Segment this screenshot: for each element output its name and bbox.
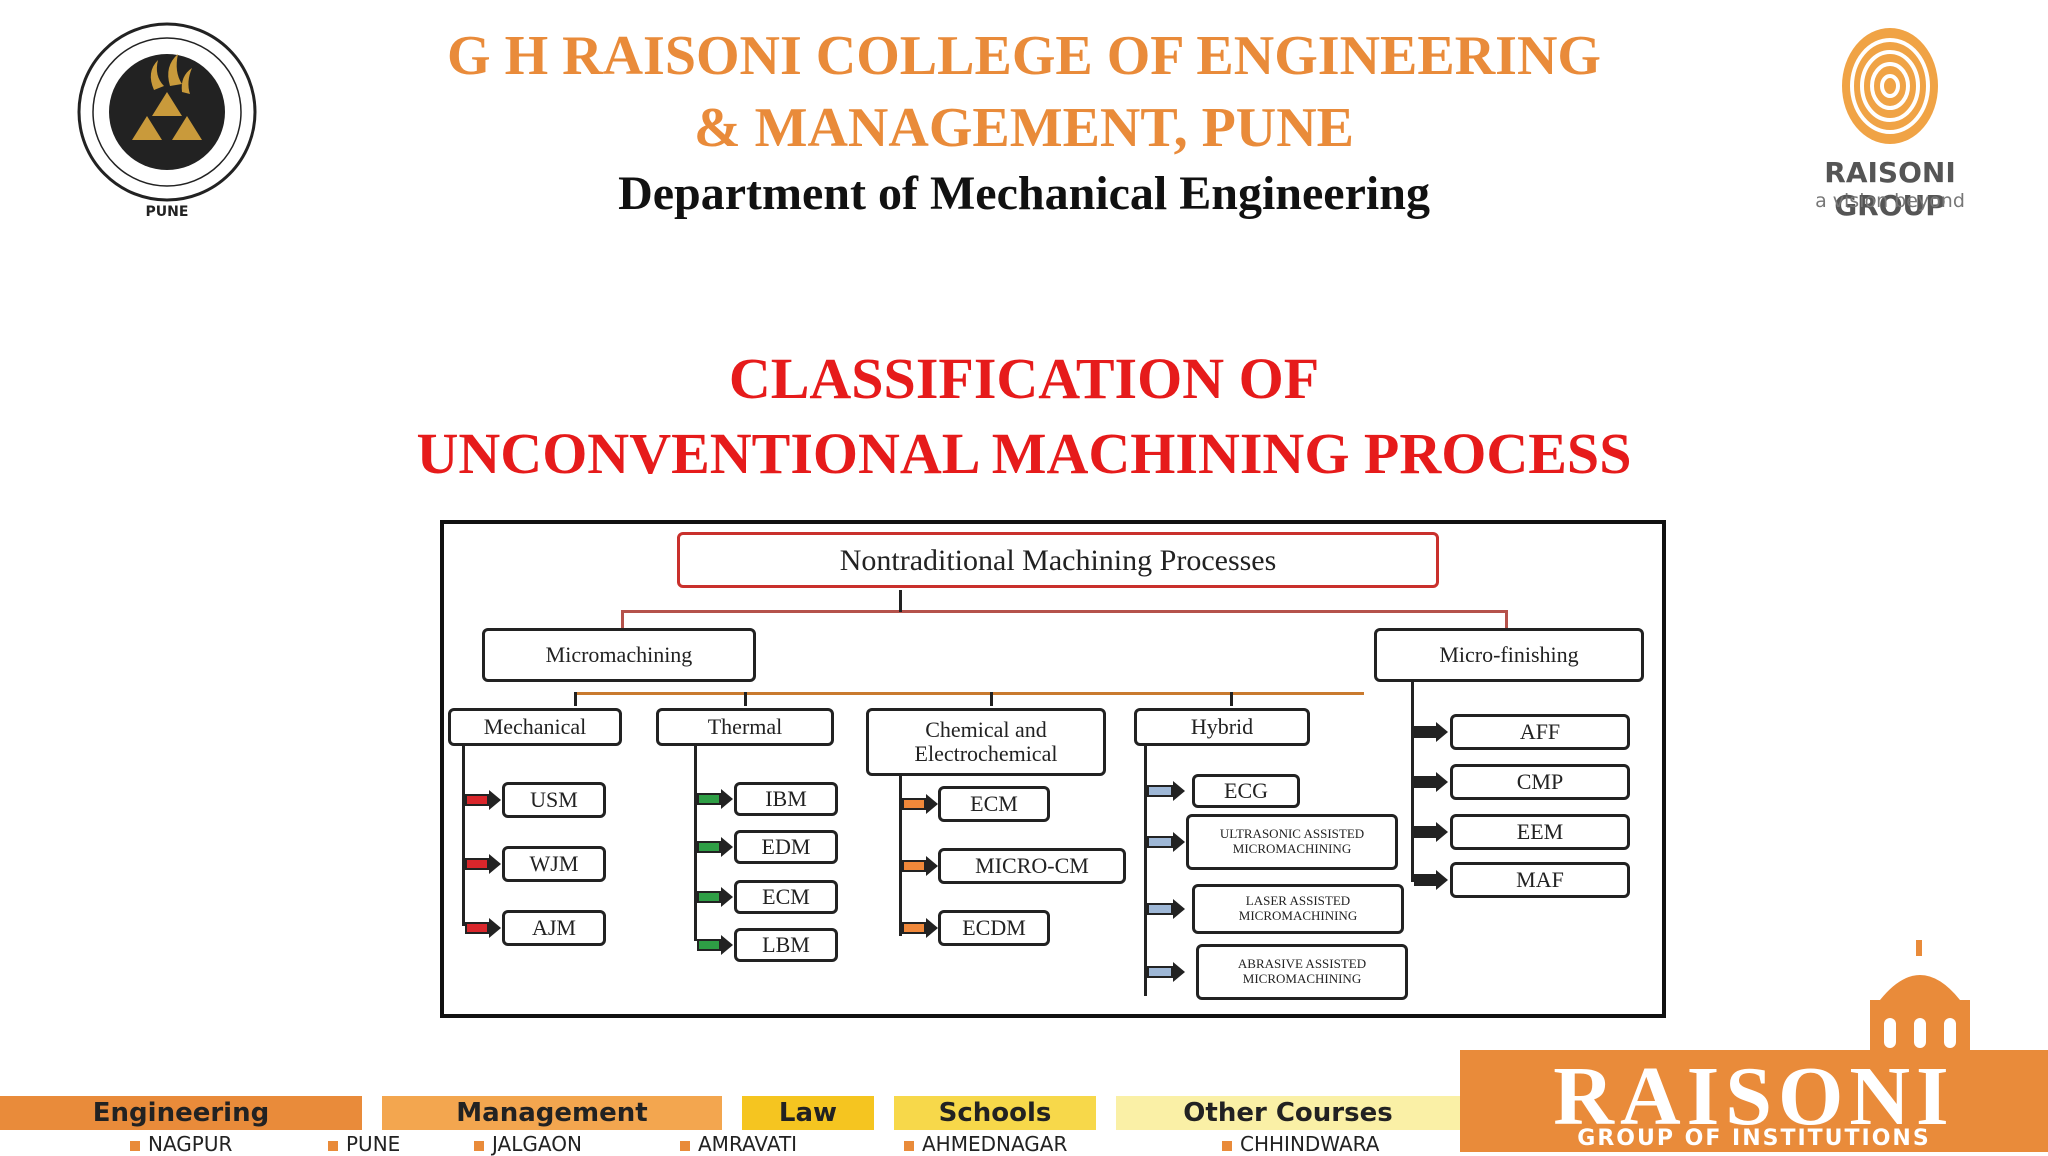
hybrid-item: ULTRASONIC ASSISTED MICROMACHINING bbox=[1186, 814, 1398, 870]
city-item: CHHINDWARA bbox=[1222, 1132, 1379, 1156]
arrow-icon bbox=[697, 935, 733, 955]
arrow-icon bbox=[465, 790, 501, 810]
microfinishing-node: Micro-finishing bbox=[1374, 628, 1644, 682]
connector-left-down bbox=[621, 610, 624, 630]
mech-item: AJM bbox=[502, 910, 606, 946]
chemical-node: Chemical and Electrochemical bbox=[866, 708, 1106, 776]
arrow-icon bbox=[1147, 781, 1185, 801]
arrow-icon bbox=[697, 837, 733, 857]
city-item: NAGPUR bbox=[130, 1132, 232, 1156]
classification-diagram: Nontraditional Machining Processes Micro… bbox=[440, 520, 1666, 1018]
branch-mech bbox=[574, 692, 577, 706]
arrow-icon bbox=[1414, 870, 1448, 890]
mech-item: WJM bbox=[502, 846, 606, 882]
footer-tab-law: Law bbox=[742, 1096, 874, 1130]
hybrid-item: ABRASIVE ASSISTED MICROMACHINING bbox=[1196, 944, 1408, 1000]
mech-trunk bbox=[462, 746, 465, 926]
branch-hybrid bbox=[1230, 692, 1233, 706]
branch-connector bbox=[574, 692, 1364, 695]
connector-root-down bbox=[899, 590, 902, 612]
footer-tab-other-courses: Other Courses bbox=[1116, 1096, 1460, 1130]
branch-thermal bbox=[744, 692, 747, 706]
city-item: PUNE bbox=[328, 1132, 400, 1156]
chem-item: ECDM bbox=[938, 910, 1050, 946]
group-name: RAISONI GROUP bbox=[1824, 156, 1956, 222]
hybrid-node: Hybrid bbox=[1134, 708, 1310, 746]
group-tagline: a vision beyond bbox=[1815, 190, 1965, 212]
seal-city-label: PUNE bbox=[146, 204, 189, 220]
footer-tab-engineering: Engineering bbox=[0, 1096, 362, 1130]
arrow-icon bbox=[697, 887, 733, 907]
thermal-item: EDM bbox=[734, 830, 838, 864]
arrow-icon bbox=[902, 856, 938, 876]
finishing-item: EEM bbox=[1450, 814, 1630, 850]
city-item: JALGAON bbox=[474, 1132, 582, 1156]
thermal-item: ECM bbox=[734, 880, 838, 914]
city-item: AHMEDNAGAR bbox=[904, 1132, 1067, 1156]
raisoni-brand-word: RAISONI bbox=[1553, 1050, 1955, 1143]
arrow-icon bbox=[1147, 899, 1185, 919]
thermal-item: LBM bbox=[734, 928, 838, 962]
arrow-icon bbox=[465, 854, 501, 874]
micromachining-node: Micromachining bbox=[482, 628, 756, 682]
arrow-icon bbox=[465, 918, 501, 938]
arrow-icon bbox=[1414, 722, 1448, 742]
hybrid-item: LASER ASSISTED MICROMACHINING bbox=[1192, 884, 1404, 934]
hybrid-trunk bbox=[1144, 746, 1147, 996]
chem-trunk bbox=[899, 776, 902, 936]
city-item: AMRAVATI bbox=[680, 1132, 797, 1156]
mechanical-node: Mechanical bbox=[448, 708, 622, 746]
thermal-node: Thermal bbox=[656, 708, 834, 746]
slide-title-line1: CLASSIFICATION OF bbox=[728, 346, 1320, 411]
college-name-line1: G H RAISONI COLLEGE OF ENGINEERING bbox=[447, 25, 1601, 87]
thermal-trunk bbox=[694, 746, 697, 941]
top-connector bbox=[621, 610, 1505, 613]
arrow-icon bbox=[1414, 822, 1448, 842]
branch-chem bbox=[990, 692, 993, 706]
footer-tab-schools: Schools bbox=[894, 1096, 1096, 1130]
finishing-trunk bbox=[1411, 682, 1414, 882]
connector-right-down bbox=[1505, 610, 1508, 630]
root-node: Nontraditional Machining Processes bbox=[677, 532, 1439, 588]
chem-item: ECM bbox=[938, 786, 1050, 822]
arrow-icon bbox=[1147, 962, 1185, 982]
finishing-item: AFF bbox=[1450, 714, 1630, 750]
arrow-icon bbox=[902, 918, 938, 938]
dome-building-icon bbox=[1840, 940, 2000, 1060]
raisoni-brand-block bbox=[1460, 1050, 2048, 1152]
thermal-item: IBM bbox=[734, 782, 838, 816]
arrow-icon bbox=[697, 789, 733, 809]
arrow-icon bbox=[902, 794, 938, 814]
mech-item: USM bbox=[502, 782, 606, 818]
slide-title-line2: UNCONVENTIONAL MACHINING PROCESS bbox=[416, 421, 1632, 486]
college-seal-logo: PUNE bbox=[62, 20, 272, 220]
college-name-line2: & MANAGEMENT, PUNE bbox=[693, 97, 1355, 159]
raisoni-brand-subtitle: GROUP OF INSTITUTIONS bbox=[1577, 1126, 1931, 1151]
footer-cities: NAGPUR PUNE JALGAON AMRAVATI AHMEDNAGAR … bbox=[0, 1132, 1460, 1156]
finishing-item: CMP bbox=[1450, 764, 1630, 800]
department-name: Department of Mechanical Engineering bbox=[618, 167, 1430, 220]
chem-item: MICRO-CM bbox=[938, 848, 1126, 884]
arrow-icon bbox=[1414, 772, 1448, 792]
footer-tab-management: Management bbox=[382, 1096, 722, 1130]
hybrid-item: ECG bbox=[1192, 774, 1300, 808]
raisoni-group-fingerprint-logo bbox=[1830, 24, 1950, 154]
finishing-item: MAF bbox=[1450, 862, 1630, 898]
arrow-icon bbox=[1147, 832, 1185, 852]
